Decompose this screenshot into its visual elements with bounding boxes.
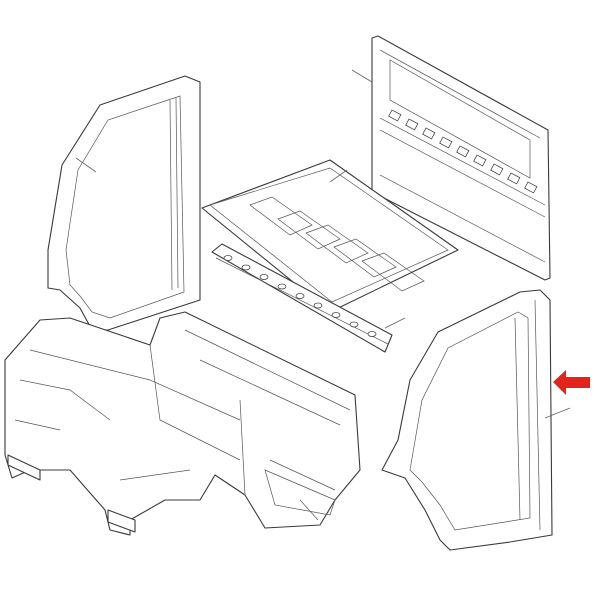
rear-cab-wall-panel — [351, 35, 551, 281]
roof-rib — [305, 224, 369, 264]
roof-panel — [201, 159, 459, 313]
panel-hole — [490, 163, 504, 176]
cross-member-hole — [241, 264, 251, 271]
panel-hole — [507, 172, 521, 185]
left-door-frame — [47, 75, 201, 331]
cross-member-hole — [259, 274, 269, 280]
cross-member-hole — [349, 321, 359, 328]
cross-member-hole — [277, 283, 287, 290]
panel-hole — [456, 145, 470, 158]
cross-member-hole — [223, 255, 233, 261]
cross-member-hole — [331, 312, 341, 318]
cross-member-hole — [313, 302, 323, 309]
panel-hole — [422, 127, 436, 140]
panel-hole — [388, 109, 402, 122]
right-door-frame — [381, 289, 571, 551]
panel-hole — [524, 181, 538, 194]
roof-rib — [333, 238, 397, 278]
arrow-left-icon — [553, 370, 590, 395]
cross-member-hole — [295, 293, 305, 299]
panel-hole — [405, 118, 419, 131]
panel-hole — [439, 136, 453, 149]
cross-member-hole — [367, 331, 377, 337]
floor-and-front-structure — [4, 311, 361, 536]
panel-hole — [473, 154, 487, 167]
roof-rib — [361, 252, 425, 292]
roof-cross-member — [211, 243, 406, 353]
roof-rib — [277, 210, 341, 250]
roof-rib — [249, 196, 313, 236]
